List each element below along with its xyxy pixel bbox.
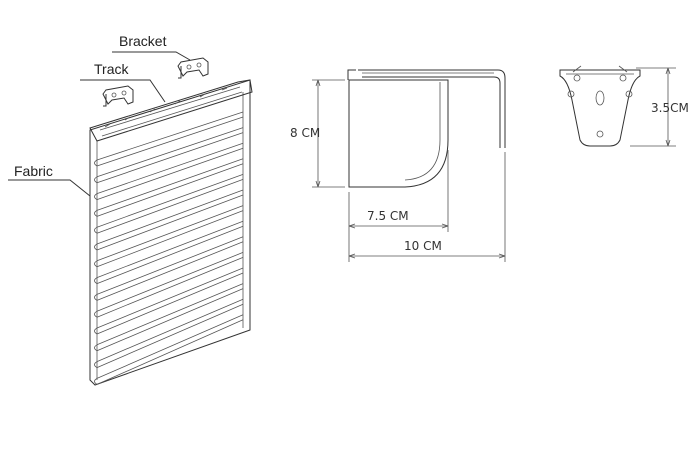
fabric-vane [94,220,244,284]
fabric-vanes [94,111,244,385]
bracket-front-view: 3.5CM [559,65,689,147]
fabric-vane [94,283,244,352]
fabric-vane [94,111,244,167]
fabric-vane [94,314,244,385]
fabric-callout: Fabric [8,163,91,197]
fabric-vane [94,127,244,184]
fabric-label: Fabric [14,163,53,179]
inner-depth-dimension: 7.5 CM [348,150,449,232]
bracket-label: Bracket [119,33,167,49]
track-label: Track [94,61,129,77]
fabric-vane [94,142,244,200]
fabric-vane [94,174,244,234]
fabric-vane [94,252,244,318]
fabric-vane [94,298,244,368]
total-depth-dimension: 10 CM [348,152,506,262]
shade-illustration: Bracket Track Fabric [8,33,253,386]
fabric-vane [94,205,244,268]
fabric-vane [94,267,244,335]
total-depth-label: 10 CM [404,239,442,253]
inner-depth-label: 7.5 CM [367,209,409,223]
bracket-right [177,57,209,79]
fabric-vane [94,189,244,251]
side-profile: 8 CM 7.5 CM 10 CM [290,69,506,262]
fabric-vane [94,236,244,301]
height-label: 8 CM [290,126,320,140]
height-dimension: 8 CM [290,79,345,188]
bracket-left [102,85,134,107]
fabric-vane [94,158,244,217]
bracket-height-dimension: 3.5CM [630,67,689,147]
bracket-height-label: 3.5CM [651,101,689,115]
bracket-callout: Bracket [112,33,191,61]
track [89,79,253,142]
track-callout: Track [80,61,166,103]
